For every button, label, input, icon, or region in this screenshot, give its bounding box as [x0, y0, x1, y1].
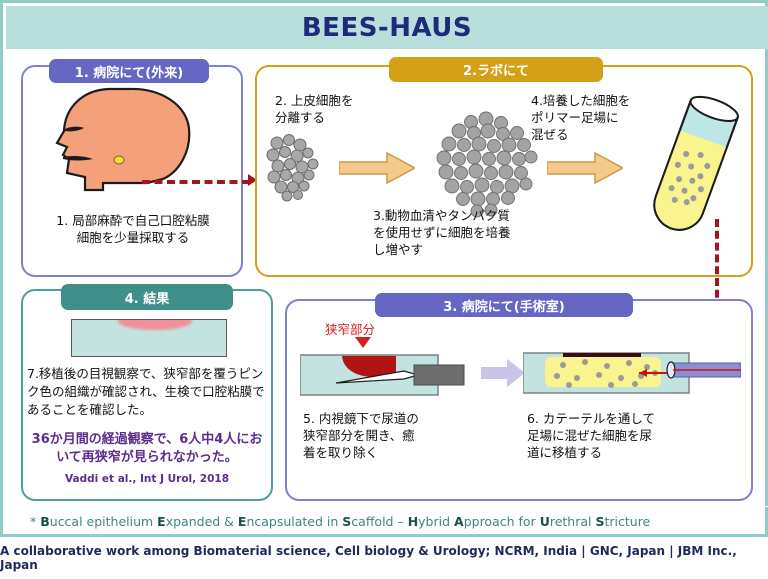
result-photo-icon	[71, 319, 227, 357]
isolated-cells-icon	[261, 131, 333, 203]
cell-transplant-diagram-icon	[522, 351, 691, 395]
collaboration-credit-text: A collaborative work among Biomaterial s…	[0, 544, 737, 572]
panel-3-step5-caption: 5. 内視鏡下で尿道の 狭窄部分を開き、癒 着を取り除く	[303, 411, 419, 460]
panel-2-step2-caption: 2. 上皮細胞を 分離する	[275, 93, 354, 125]
panel-4-citation: Vaddi et al., Int J Urol, 2018	[64, 473, 230, 485]
panel-4-highlight-text: 36か月間の経過観察で、6人中4人において再狭窄が見られなかった。	[31, 432, 263, 466]
stricture-pointer-icon	[355, 337, 371, 348]
panel-1-tab: 1. 病院にて(外来)	[49, 59, 209, 83]
procedure-arrow-icon	[481, 358, 525, 388]
title-band: BEES-HAUS	[6, 6, 768, 49]
lab-to-or-dashed-line	[715, 219, 719, 345]
acronym-expansion-text: * Buccal epithelium Expanded & Encapsula…	[30, 513, 651, 529]
expansion-arrow-icon	[338, 151, 417, 185]
panel-3-tab: 3. 病院にて(手術室)	[375, 293, 633, 317]
panel-4-step7-caption: 7.移植後の目視観察で、狭窄部を覆うピンク色の組織が確認され、生検で口腔粘膜であ…	[27, 366, 265, 417]
panel-2-step3-caption: 3.動物血清やタンパク質 を使用せずに細胞を培養 し増やす	[373, 208, 511, 257]
stricture-label: 狭窄部分	[325, 322, 376, 337]
page-title: BEES-HAUS	[301, 12, 473, 43]
expanded-cell-colony-icon	[427, 107, 545, 225]
credit-bar: A collaborative work among Biomaterial s…	[0, 534, 768, 579]
endoscopy-diagram-icon	[299, 351, 470, 401]
acronym-bar: * Buccal epithelium Expanded & Encapsula…	[6, 506, 768, 535]
panel-3-step6-caption: 6. カテーテルを通して 足場に混ぜた細胞を尿 道に移植する	[527, 411, 656, 460]
pink-tissue-blob-icon	[118, 320, 192, 330]
biopsy-transfer-arrowhead	[248, 174, 257, 186]
test-tube-icon	[633, 95, 751, 245]
panel-2-tab: 2.ラボにて	[389, 57, 603, 82]
panel-1-caption: 1. 局部麻酔で自己口腔粘膜 細胞を少量採取する	[56, 213, 210, 245]
mixing-arrow-icon	[546, 151, 625, 185]
panel-2-step4-caption: 4.培養した細胞を ポリマー足場に 混ぜる	[531, 93, 631, 142]
biopsy-transfer-dashed-line	[142, 180, 250, 184]
head-profile-icon	[51, 87, 231, 199]
catheter-icon	[663, 361, 742, 379]
panel-4-tab: 4. 結果	[61, 284, 233, 310]
